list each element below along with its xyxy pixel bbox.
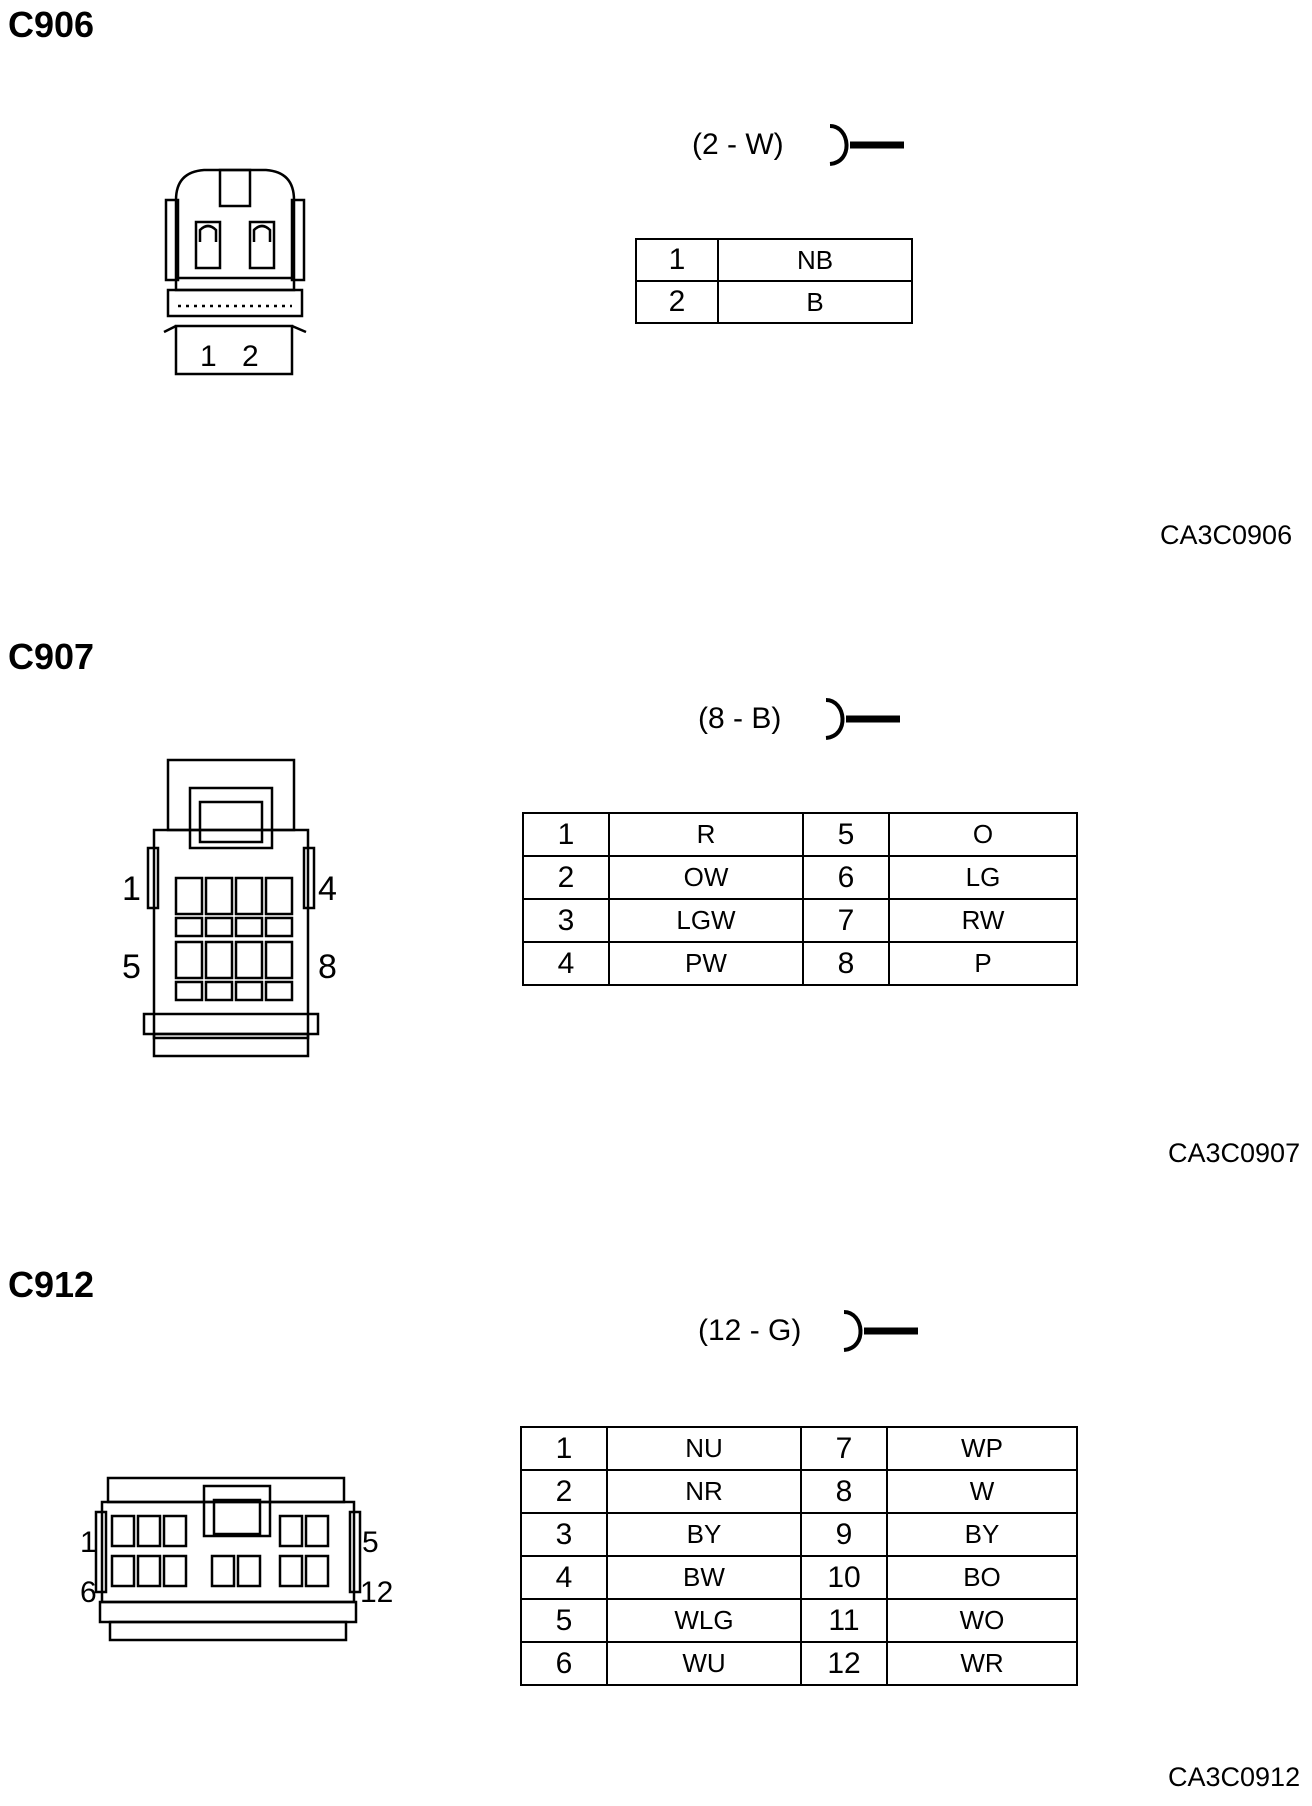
connector-c906-face-diagram	[163, 168, 307, 376]
figure-reference: CA3C0906	[1160, 520, 1293, 550]
table-row: 2 NR 8 W	[520, 1469, 1078, 1514]
wire-color: WO	[886, 1598, 1078, 1643]
pin-number: 10	[800, 1555, 888, 1600]
pin-number: 8	[800, 1469, 888, 1514]
pin-number: 12	[800, 1641, 888, 1686]
pin-number: 5	[802, 812, 890, 857]
pin-color-table: 1 NU 7 WP 2 NR 8 W 3 BY 9 BY 4 BW 10 BO …	[520, 1426, 1078, 1686]
face-label-pin: 8	[318, 948, 337, 986]
connector-c912-face-diagram	[94, 1476, 362, 1642]
face-label-pin: 1	[122, 870, 141, 908]
wire-color: R	[608, 812, 804, 857]
wire-color: WR	[886, 1641, 1078, 1686]
face-label-pin: 6	[80, 1576, 97, 1609]
table-row: 5 WLG 11 WO	[520, 1598, 1078, 1643]
wire-color: BO	[886, 1555, 1078, 1600]
table-row: 4 PW 8 P	[522, 941, 1078, 986]
face-label-pin: 1	[200, 340, 217, 373]
pin-number: 7	[800, 1426, 888, 1471]
pin-number: 11	[800, 1598, 888, 1643]
wire-color: WLG	[606, 1598, 802, 1643]
wire-color: WU	[606, 1641, 802, 1686]
wire-color: LGW	[608, 898, 804, 943]
pin-number: 1	[635, 238, 719, 282]
face-label-pin: 12	[360, 1576, 394, 1609]
table-row: 1 NU 7 WP	[520, 1426, 1078, 1471]
wire-color: P	[888, 941, 1078, 986]
face-label-pin: 4	[318, 870, 337, 908]
connector-title: C906	[8, 4, 95, 45]
pin-number: 9	[800, 1512, 888, 1557]
connector-spec: (12 - G)	[698, 1314, 802, 1347]
table-row: 2 B	[635, 280, 913, 324]
wire-color: BW	[606, 1555, 802, 1600]
wire-color: BY	[886, 1512, 1078, 1557]
table-row: 3 BY 9 BY	[520, 1512, 1078, 1557]
pin-number: 2	[522, 855, 610, 900]
pin-number: 2	[635, 280, 719, 324]
table-row: 1 NB	[635, 238, 913, 282]
pin-number: 8	[802, 941, 890, 986]
table-row: 3 LGW 7 RW	[522, 898, 1078, 943]
wire-color: LG	[888, 855, 1078, 900]
table-row: 6 WU 12 WR	[520, 1641, 1078, 1686]
table-row: 2 OW 6 LG	[522, 855, 1078, 900]
pin-number: 4	[520, 1555, 608, 1600]
wire-color: NB	[717, 238, 913, 282]
connector-c912-section: C912 (12 - G) 1 5 6 12 1	[0, 1258, 1312, 1806]
terminal-hook-icon	[843, 1310, 918, 1352]
connector-title: C907	[8, 636, 95, 677]
face-label-pin: 2	[242, 340, 259, 373]
wire-color: RW	[888, 898, 1078, 943]
pin-color-table: 1 R 5 O 2 OW 6 LG 3 LGW 7 RW 4 PW 8 P	[522, 812, 1078, 986]
terminal-hook-icon	[825, 698, 900, 740]
pin-number: 7	[802, 898, 890, 943]
wire-color: OW	[608, 855, 804, 900]
connector-spec: (8 - B)	[698, 702, 782, 735]
wire-color: B	[717, 280, 913, 324]
pin-number: 3	[520, 1512, 608, 1557]
table-row: 4 BW 10 BO	[520, 1555, 1078, 1600]
face-label-pin: 5	[362, 1526, 379, 1559]
face-label-pin: 1	[80, 1526, 97, 1559]
wire-color: NR	[606, 1469, 802, 1514]
terminal-hook-icon	[829, 124, 904, 166]
connector-c906-section: C906 (2 - W) 1 2 1 NB 2	[0, 0, 1312, 560]
pin-number: 5	[520, 1598, 608, 1643]
figure-reference: CA3C0912	[1168, 1762, 1301, 1792]
face-label-pin: 5	[122, 948, 141, 986]
wire-color: NU	[606, 1426, 802, 1471]
wire-color: O	[888, 812, 1078, 857]
wire-color: WP	[886, 1426, 1078, 1471]
connector-c907-section: C907 (8 - B) 1 4	[0, 630, 1312, 1190]
pin-number: 3	[522, 898, 610, 943]
wire-color: W	[886, 1469, 1078, 1514]
pin-number: 1	[520, 1426, 608, 1471]
pin-number: 4	[522, 941, 610, 986]
pin-color-table: 1 NB 2 B	[635, 238, 913, 324]
pin-number: 2	[520, 1469, 608, 1514]
pin-number: 6	[802, 855, 890, 900]
connector-c907-face-diagram	[142, 758, 320, 1058]
connector-title: C912	[8, 1264, 95, 1305]
wire-color: BY	[606, 1512, 802, 1557]
pin-number: 6	[520, 1641, 608, 1686]
pin-number: 1	[522, 812, 610, 857]
connector-spec: (2 - W)	[692, 128, 784, 161]
figure-reference: CA3C0907	[1168, 1138, 1301, 1168]
wire-color: PW	[608, 941, 804, 986]
table-row: 1 R 5 O	[522, 812, 1078, 857]
